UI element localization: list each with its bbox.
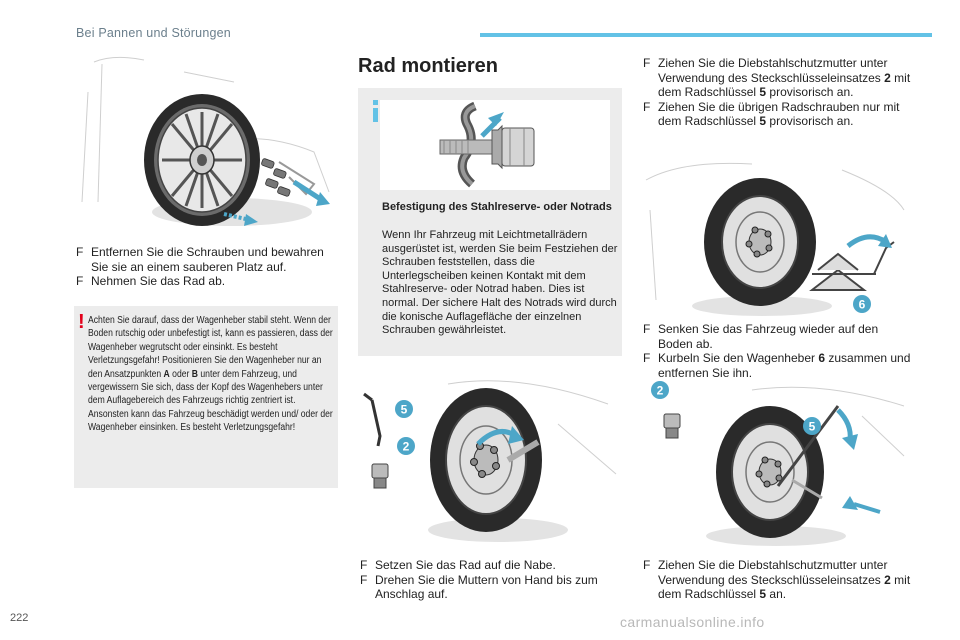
- callout-6: 6: [859, 298, 866, 312]
- callout-2: 2: [403, 440, 410, 454]
- bullet-marker: F: [360, 572, 368, 587]
- bullet-marker: F: [643, 351, 651, 365]
- info-heading: Befestigung des Stahlreserve- oder Notra…: [382, 201, 612, 213]
- warning-icon: !: [78, 311, 85, 333]
- bullet-marker: F: [643, 99, 651, 114]
- bullet-marker: F: [360, 558, 368, 572]
- info-box: Befestigung des Stahlreserve- oder Notra…: [358, 88, 622, 356]
- bullet-marker: F: [643, 558, 651, 572]
- bullet-marker: F: [643, 322, 651, 336]
- header-accent-bar: [480, 33, 932, 37]
- section-header: Bei Pannen und Störungen: [76, 26, 231, 40]
- warning-text: Achten Sie darauf, dass der Wagenheber s…: [88, 315, 333, 434]
- info-body: Wenn Ihr Fahrzeug mit Leichtmetallrädern…: [382, 229, 618, 337]
- page-title: Rad montieren: [358, 55, 499, 77]
- bolt-washer-illustration: [380, 100, 610, 190]
- callout-5: 5: [809, 420, 816, 434]
- warning-box: ! Achten Sie darauf, dass der Wagenheber…: [74, 306, 338, 488]
- bullet-marker: F: [643, 56, 651, 70]
- illustration-wheel-removal: [81, 56, 330, 226]
- illustration-wheel-mount: 5 2: [363, 380, 617, 542]
- bullet-marker: F: [76, 245, 84, 259]
- illustration-tighten: 2 5: [651, 381, 905, 546]
- page-number: 222: [10, 612, 29, 624]
- watermark: carmanualsonline.info: [620, 614, 765, 630]
- bullet-marker: F: [76, 274, 84, 288]
- info-icon: [373, 100, 378, 122]
- illustration-jack: 6: [645, 162, 905, 316]
- callout-5: 5: [401, 403, 408, 417]
- callout-2: 2: [657, 384, 664, 398]
